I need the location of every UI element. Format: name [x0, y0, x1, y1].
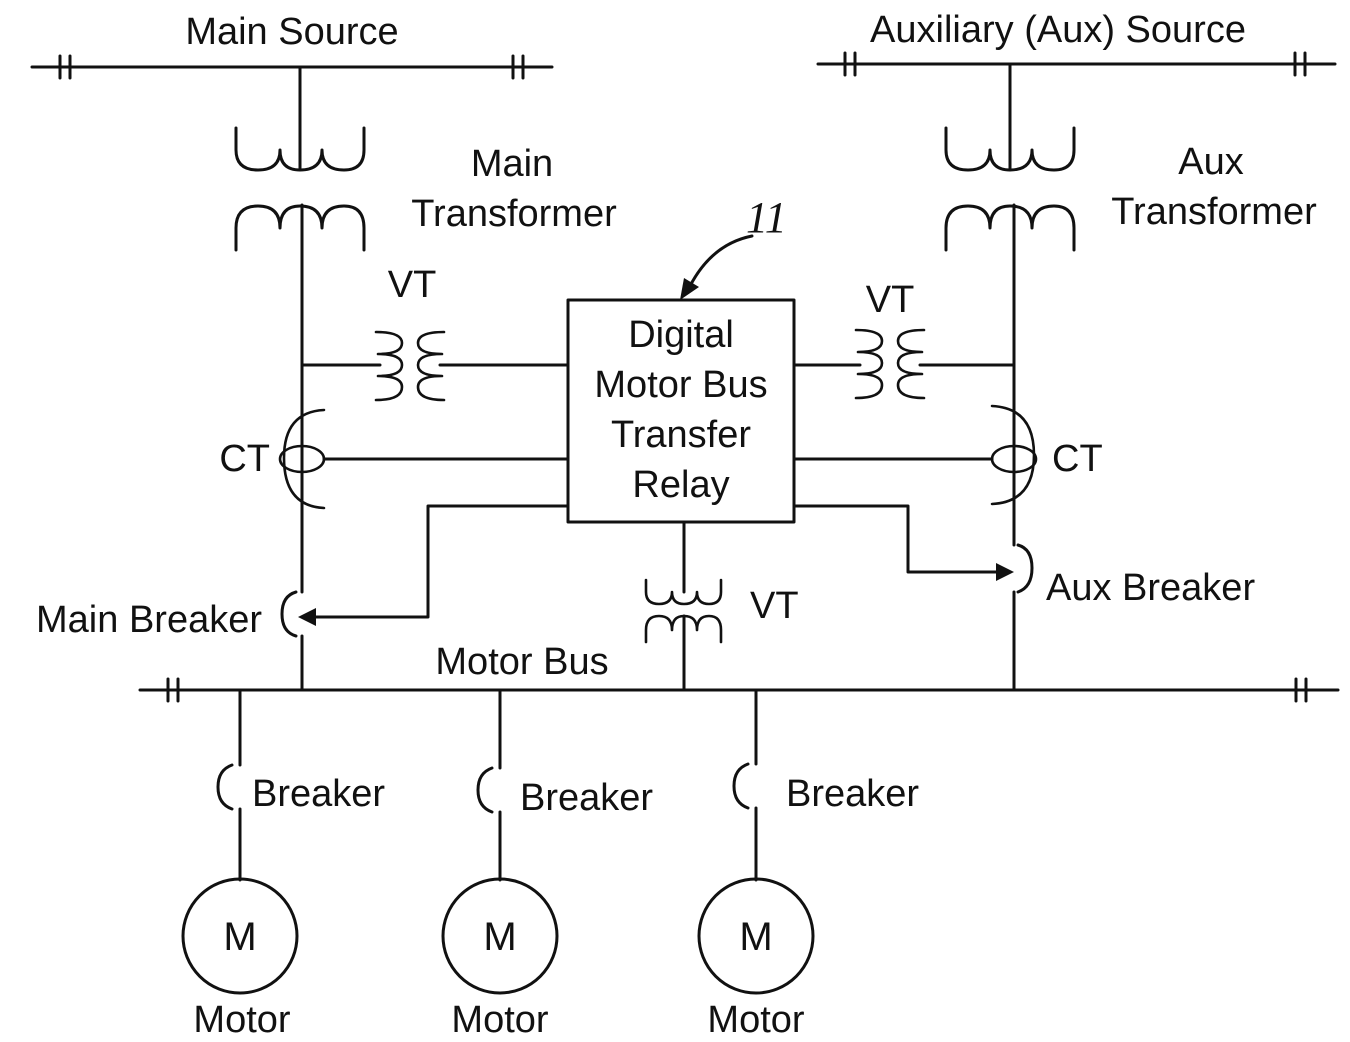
motor-symbol-3: M — [739, 915, 772, 959]
breaker-label-2: Breaker — [520, 777, 653, 819]
bottom-vt-symbol — [646, 522, 721, 690]
motor-symbol-2: M — [483, 915, 516, 959]
main-transformer-label-line2: Transformer — [411, 193, 617, 235]
breaker-label-3: Breaker — [786, 773, 919, 815]
relay-label-line1: Digital — [628, 314, 734, 356]
main-transformer-label-line1: Main — [471, 143, 553, 185]
right-vt-symbol — [795, 330, 1014, 398]
aux-source-label: Auxiliary (Aux) Source — [870, 9, 1246, 51]
aux-transformer-symbol — [946, 64, 1074, 250]
breaker-label-1: Breaker — [252, 773, 385, 815]
right-ct-symbol — [795, 406, 1036, 504]
bottom-vt-label: VT — [750, 585, 799, 627]
motor-bus-line — [140, 679, 1338, 701]
motor-label-2: Motor — [451, 999, 548, 1041]
right-vt-label: VT — [866, 279, 915, 321]
aux-breaker-symbol — [1018, 545, 1032, 592]
reference-leader — [690, 236, 752, 286]
left-ct-symbol — [280, 410, 568, 508]
breaker-symbol-3 — [734, 764, 748, 808]
main-breaker-symbol — [282, 592, 296, 636]
left-vt-label: VT — [388, 264, 437, 306]
motor-label-1: Motor — [193, 999, 290, 1041]
relay-label-line2: Motor Bus — [594, 364, 767, 406]
main-breaker-trip-line — [298, 506, 568, 626]
relay-label-line3: Transfer — [611, 414, 751, 456]
aux-transformer-label-line1: Aux — [1178, 141, 1243, 183]
main-breaker-label: Main Breaker — [36, 599, 262, 641]
aux-breaker-trip-line — [795, 506, 1014, 581]
right-ct-label: CT — [1052, 438, 1103, 480]
left-ct-label: CT — [219, 438, 270, 480]
aux-transformer-label-line2: Transformer — [1111, 191, 1317, 233]
main-transformer-symbol — [236, 67, 364, 250]
breaker-symbol-1 — [218, 765, 232, 809]
relay-label-line4: Relay — [632, 464, 729, 506]
breaker-symbol-2 — [478, 768, 492, 812]
left-vt-symbol — [302, 332, 568, 400]
motor-label-3: Motor — [707, 999, 804, 1041]
aux-breaker-label: Aux Breaker — [1046, 567, 1255, 609]
main-source-bus — [32, 56, 552, 78]
motor-bus-label: Motor Bus — [435, 641, 608, 683]
reference-arrowhead — [680, 278, 699, 300]
aux-source-bus — [818, 53, 1335, 75]
main-source-label: Main Source — [185, 11, 398, 53]
motor-symbol-1: M — [223, 915, 256, 959]
